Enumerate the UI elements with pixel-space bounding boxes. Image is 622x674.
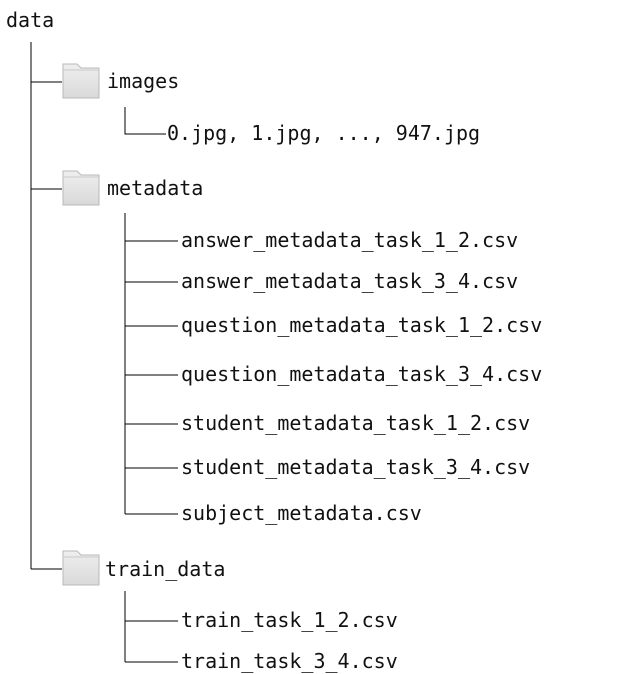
file-label-answer-metadata-task-3-4[interactable]: answer_metadata_task_3_4.csv [181, 269, 518, 293]
file-label-question-metadata-task-1-2[interactable]: question_metadata_task_1_2.csv [181, 313, 542, 337]
folder-train-data[interactable]: train_data [62, 550, 225, 586]
folder-metadata[interactable]: metadata [62, 170, 203, 206]
file-label-images-range: 0.jpg, 1.jpg, ..., 947.jpg [167, 121, 480, 145]
folder-icon [62, 63, 100, 99]
file-label-train-task-3-4[interactable]: train_task_3_4.csv [181, 649, 398, 673]
file-label-train-task-1-2[interactable]: train_task_1_2.csv [181, 608, 398, 632]
root-folder-label: data [6, 8, 54, 32]
folder-icon [62, 170, 100, 206]
folder-label-images: images [107, 69, 179, 93]
folder-images[interactable]: images [62, 63, 179, 99]
file-label-student-metadata-task-1-2[interactable]: student_metadata_task_1_2.csv [181, 411, 530, 435]
folder-label-train-data: train_data [105, 557, 225, 581]
folder-icon [62, 550, 100, 586]
file-label-answer-metadata-task-1-2[interactable]: answer_metadata_task_1_2.csv [181, 228, 518, 252]
file-label-student-metadata-task-3-4[interactable]: student_metadata_task_3_4.csv [181, 455, 530, 479]
file-label-subject-metadata[interactable]: subject_metadata.csv [181, 501, 422, 525]
connector-images-files [124, 107, 166, 135]
file-label-question-metadata-task-3-4[interactable]: question_metadata_task_3_4.csv [181, 362, 542, 386]
folder-label-metadata: metadata [107, 176, 203, 200]
